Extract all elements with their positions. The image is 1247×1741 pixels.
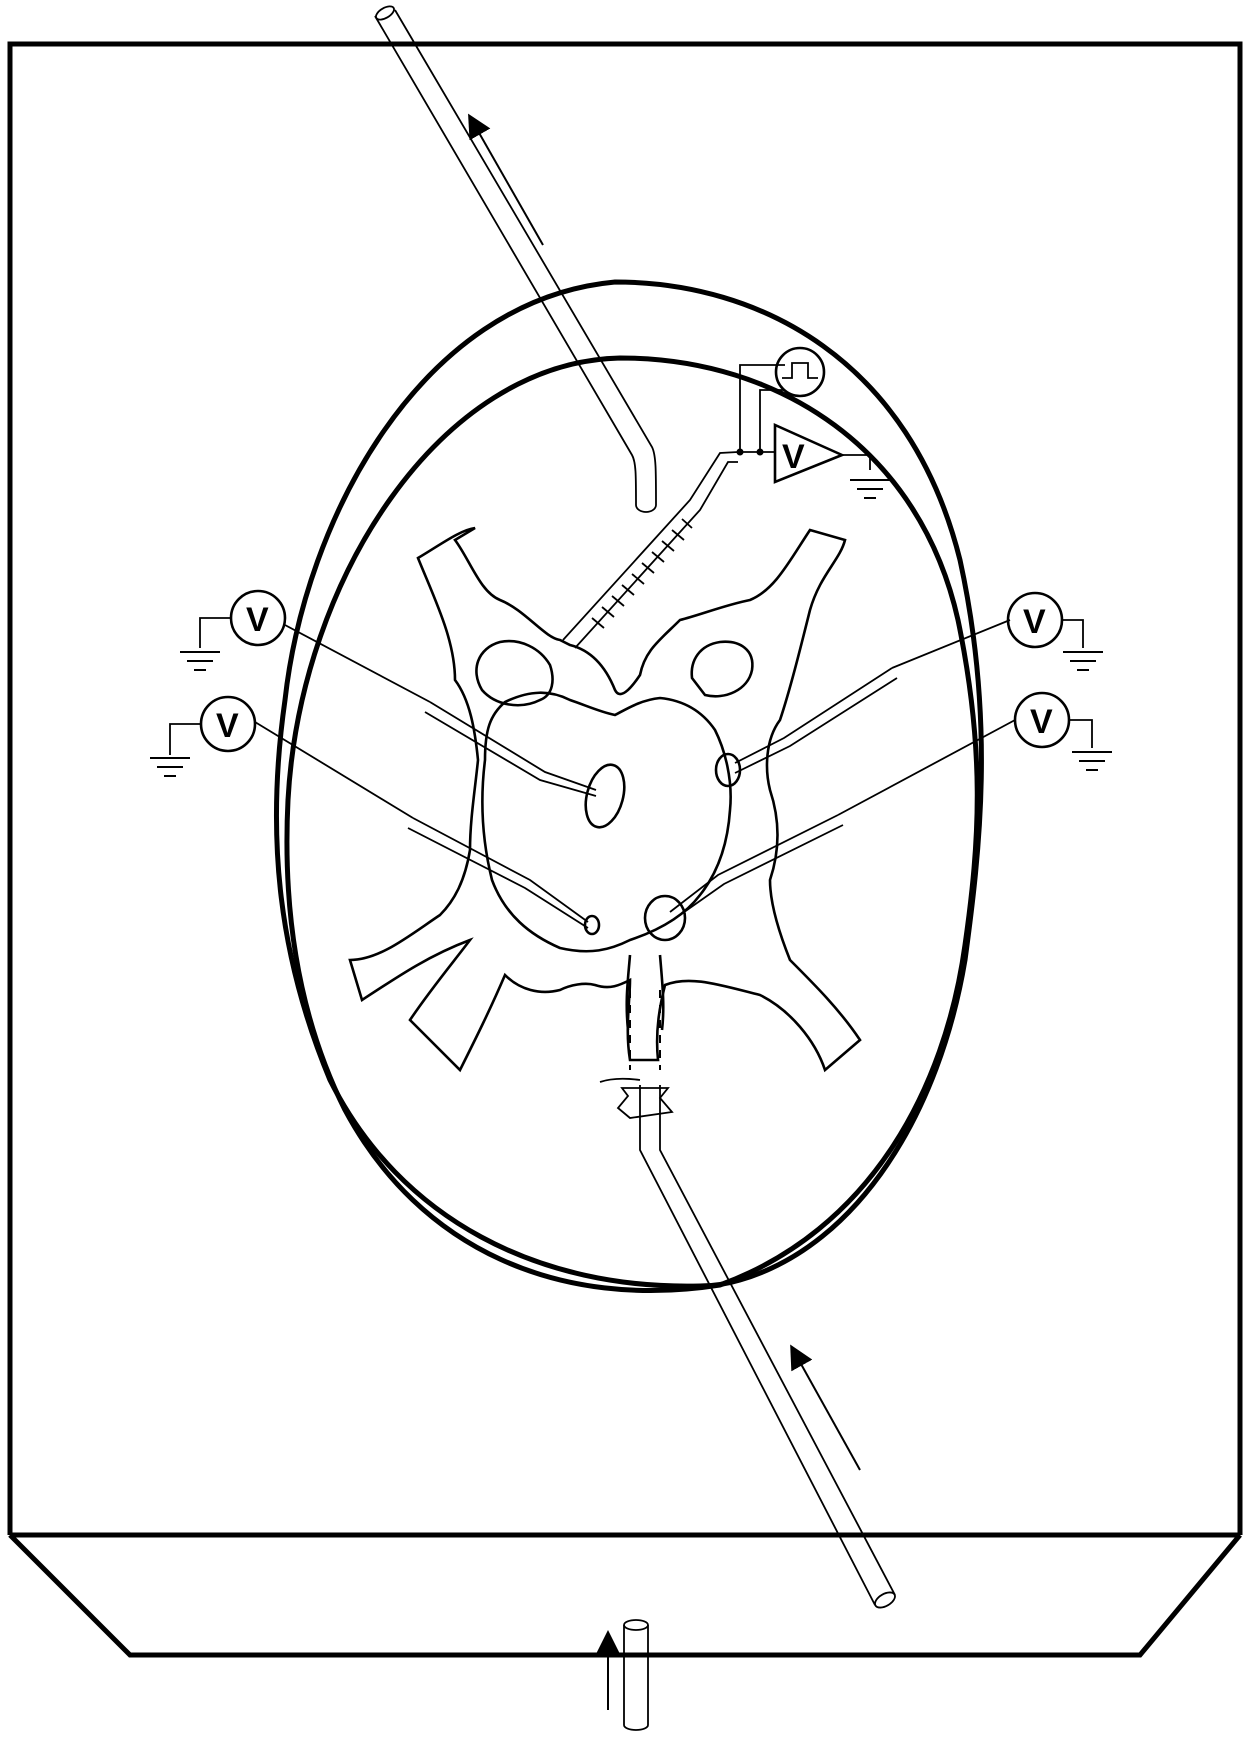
tissue-inner-outline — [482, 693, 730, 952]
amplifier-label: V — [782, 438, 805, 476]
voltmeter-label: V — [216, 707, 239, 745]
recording-electrode-lower-left: V — [150, 697, 588, 928]
stimulating-electrode — [563, 365, 785, 648]
pulse-generator — [776, 348, 824, 396]
outflow-tube — [374, 4, 656, 512]
recording-sites — [579, 754, 740, 940]
square-pulse-icon — [782, 363, 818, 378]
bath — [276, 282, 981, 1291]
voltmeter-label: V — [1023, 603, 1046, 641]
chamber-inlet — [608, 1620, 648, 1730]
voltmeter-label: V — [246, 601, 269, 639]
tie-knot — [600, 1079, 672, 1118]
inflow-arrow-icon — [796, 1355, 860, 1470]
outflow-arrow-icon — [474, 124, 543, 245]
chamber-box — [10, 44, 1240, 1655]
bath-outer-rim — [276, 282, 981, 1286]
recording-electrode-lower-right: V — [670, 693, 1112, 922]
cell-left-upper — [579, 760, 630, 831]
left-lobe — [476, 641, 552, 705]
right-lobe — [692, 642, 753, 697]
cell-right-lower — [645, 896, 685, 940]
cell-left-lower — [585, 916, 599, 934]
inflow-tube — [600, 1079, 898, 1611]
voltmeter-label: V — [1030, 703, 1053, 741]
chamber-base — [10, 1535, 1240, 1655]
